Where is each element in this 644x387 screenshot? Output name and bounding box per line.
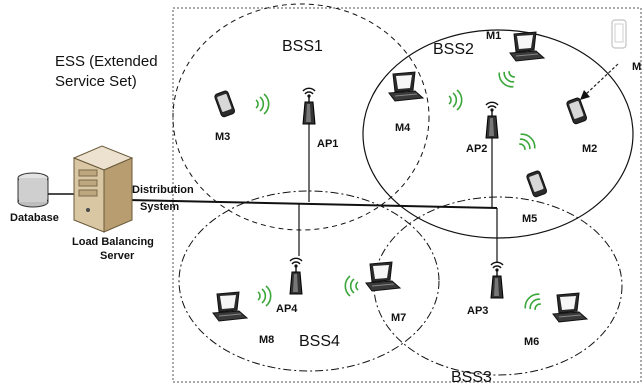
ap1-icon — [302, 87, 316, 125]
ess-label-line1: ESS (Extended — [55, 53, 158, 70]
ap2-icon — [485, 101, 499, 139]
database-label: Database — [10, 212, 59, 224]
ap1-label: AP1 — [317, 138, 338, 150]
m7-laptop-icon — [365, 261, 401, 292]
m7-label: M7 — [391, 312, 406, 324]
m1-laptop-icon — [509, 31, 545, 62]
m7-signal-waves-icon — [344, 275, 359, 297]
m8-laptop-icon — [212, 291, 248, 322]
m4-label: M4 — [395, 122, 411, 134]
ess-boundary — [172, 7, 642, 383]
m1-label: M1 — [486, 30, 501, 42]
m3-signal-waves-icon — [255, 93, 270, 115]
m2-tablet-icon — [565, 96, 588, 126]
m5-label: M5 — [522, 213, 537, 225]
m6-label: M6 — [524, 336, 539, 348]
m6-laptop-icon — [552, 292, 588, 323]
m8-signal-waves-icon — [257, 285, 272, 307]
distribution-label-line2: System — [140, 201, 179, 213]
bss2-label: BSS2 — [433, 41, 474, 58]
m5-tablet-icon — [525, 169, 548, 199]
bss4-ellipse — [178, 190, 440, 372]
m3-tablet-icon — [213, 89, 236, 119]
ess-label-line2: Service Set) — [55, 73, 137, 90]
m4-laptop-icon — [388, 71, 424, 102]
ap4-icon — [289, 257, 303, 295]
m4-signal-waves-icon — [448, 89, 463, 111]
bss2-ellipse — [362, 29, 634, 239]
database-icon — [17, 172, 49, 208]
bss3-label: BSS3 — [451, 369, 492, 386]
distribution-line — [127, 199, 498, 209]
bss1-label: BSS1 — [282, 38, 323, 55]
m6-signal-waves-icon — [521, 290, 546, 315]
m2-label: M2 — [582, 143, 597, 155]
ap3-label: AP3 — [467, 305, 488, 317]
server-label-line2: Server — [100, 250, 135, 262]
mobility-arrow — [583, 63, 619, 97]
ap4-label: AP4 — [276, 303, 298, 315]
m1-signal-waves-icon — [495, 66, 520, 91]
m3-label: M3 — [215, 131, 230, 143]
ap2-signal-waves-icon — [514, 130, 539, 155]
m-partial-label: M — [632, 61, 641, 73]
server-label-line1: Load Balancing — [72, 236, 154, 248]
mobility-arrowhead — [580, 90, 590, 100]
distribution-label-line1: Distribution — [132, 184, 194, 196]
server-icon — [72, 145, 134, 233]
m-partial-tablet-icon — [611, 19, 627, 49]
bss1-ellipse — [172, 3, 430, 231]
bss4-label: BSS4 — [299, 333, 340, 350]
ap3-icon — [490, 261, 504, 299]
ap2-label: AP2 — [466, 143, 487, 155]
m8-label: M8 — [259, 334, 274, 346]
